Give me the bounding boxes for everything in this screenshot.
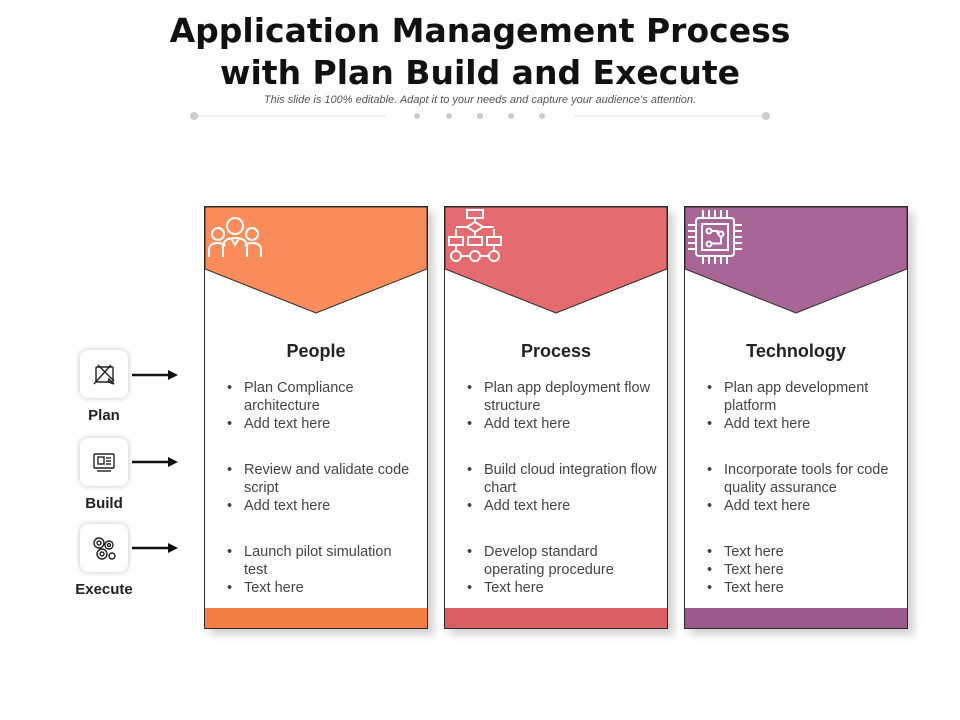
bullet-item: Review and validate code script xyxy=(227,461,417,497)
bullet-item: Text here xyxy=(227,579,417,597)
people-icon xyxy=(208,217,262,257)
card-header xyxy=(205,207,427,317)
arrow-execute xyxy=(132,543,178,553)
bullet-group: Text here Text here Text here xyxy=(707,543,897,597)
gears-icon xyxy=(80,524,128,572)
slide-title: Application Management Process with Plan… xyxy=(0,10,960,94)
bullet-item: Add text here xyxy=(707,497,897,515)
card-technology: Technology Plan app development platform… xyxy=(684,206,908,629)
bullet-item: Text here xyxy=(707,561,897,579)
side-label-plan: Plan xyxy=(88,407,120,424)
bullet-item: Add text here xyxy=(227,497,417,515)
bullet-item: Text here xyxy=(707,543,897,561)
side-label-build: Build xyxy=(85,495,123,512)
card-people: People Plan Compliance architecture Add … xyxy=(204,206,428,629)
bullet-item: Plan app deployment flow structure xyxy=(467,379,657,415)
bullet-item: Build cloud integration flow chart xyxy=(467,461,657,497)
bullet-item: Launch pilot simulation test xyxy=(227,543,417,579)
side-item-execute: Execute xyxy=(74,524,134,598)
bullet-group: Launch pilot simulation test Text here xyxy=(227,543,417,597)
side-item-build: Build xyxy=(74,438,134,512)
bullet-group: Incorporate tools for code quality assur… xyxy=(707,461,897,515)
arrow-plan xyxy=(132,370,178,380)
bullet-group: Plan Compliance architecture Add text he… xyxy=(227,379,417,433)
bullet-item: Plan app development platform xyxy=(707,379,897,415)
card-process: Process Plan app deployment flow structu… xyxy=(444,206,668,629)
circuit-chip-icon xyxy=(688,210,742,264)
title-divider xyxy=(190,112,770,120)
side-label-execute: Execute xyxy=(75,581,133,598)
card-footer-bar xyxy=(205,608,427,628)
card-header xyxy=(445,207,667,317)
bullet-item: Add text here xyxy=(467,497,657,515)
arrow-build xyxy=(132,457,178,467)
bullet-item: Text here xyxy=(467,579,657,597)
card-footer-bar xyxy=(685,608,907,628)
bullet-item: Add text here xyxy=(707,415,897,433)
slide-subtitle: This slide is 100% editable. Adapt it to… xyxy=(263,94,697,106)
card-heading: People xyxy=(286,341,346,361)
design-tools-icon xyxy=(80,350,128,398)
bullet-item: Plan Compliance architecture xyxy=(227,379,417,415)
bullet-item: Incorporate tools for code quality assur… xyxy=(707,461,897,497)
bullet-group: Review and validate code script Add text… xyxy=(227,461,417,515)
card-header xyxy=(685,207,907,317)
bullet-group: Develop standard operating procedure Tex… xyxy=(467,543,657,597)
card-heading: Technology xyxy=(746,341,846,361)
bullet-group: Plan app deployment flow structure Add t… xyxy=(467,379,657,433)
title-line-1: Application Management Process xyxy=(169,11,791,50)
bullet-item: Add text here xyxy=(227,415,417,433)
bullet-group: Build cloud integration flow chart Add t… xyxy=(467,461,657,515)
flowchart-icon xyxy=(448,209,502,262)
blueprint-icon xyxy=(80,438,128,486)
bullet-item: Develop standard operating procedure xyxy=(467,543,657,579)
title-line-2: with Plan Build and Execute xyxy=(220,53,740,92)
card-heading: Process xyxy=(520,341,592,361)
side-item-plan: Plan xyxy=(74,350,134,424)
bullet-group: Plan app development platform Add text h… xyxy=(707,379,897,433)
bullet-item: Add text here xyxy=(467,415,657,433)
card-footer-bar xyxy=(445,608,667,628)
bullet-item: Text here xyxy=(707,579,897,597)
